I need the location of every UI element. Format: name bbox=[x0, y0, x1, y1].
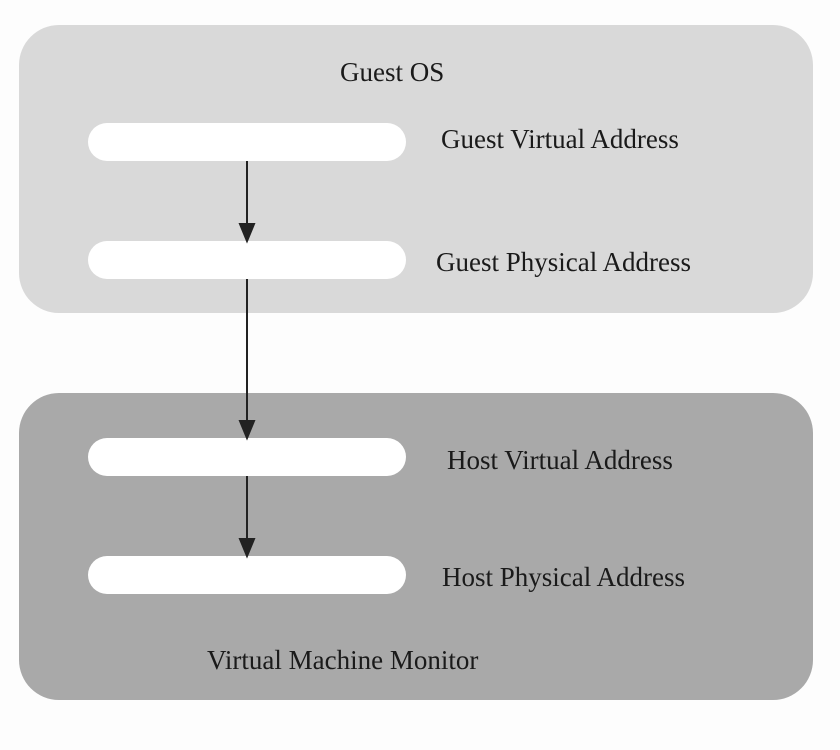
host-virtual-address-label: Host Virtual Address bbox=[447, 445, 673, 475]
guest-virtual-address-label: Guest Virtual Address bbox=[441, 124, 679, 154]
guest-physical-address-label: Guest Physical Address bbox=[436, 247, 691, 277]
host-physical-address-label: Host Physical Address bbox=[442, 562, 685, 592]
host-virtual-address-bar bbox=[88, 438, 406, 476]
host-physical-address-bar bbox=[88, 556, 406, 594]
virtual-machine-monitor-label: Virtual Machine Monitor bbox=[207, 645, 479, 675]
guest-physical-address-bar bbox=[88, 241, 406, 279]
guest-os-label: Guest OS bbox=[340, 57, 445, 87]
guest-virtual-address-bar bbox=[88, 123, 406, 161]
